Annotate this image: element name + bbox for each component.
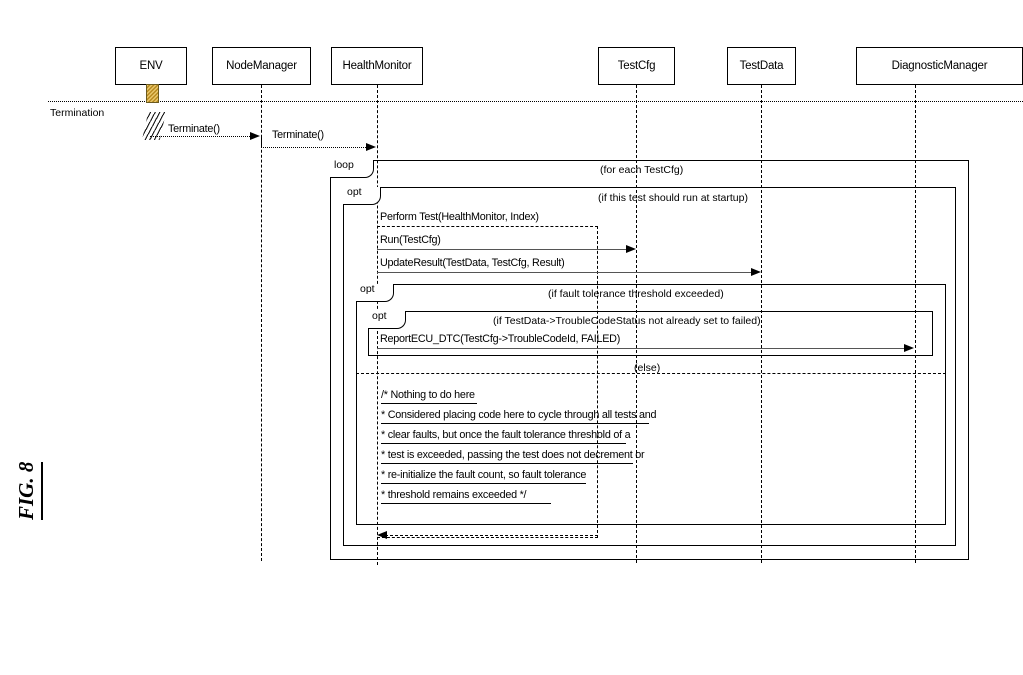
- fragment-opt-fault-tolerance-tab: opt: [356, 283, 394, 302]
- comment-line: /* Nothing to do here: [381, 389, 475, 401]
- fragment-opt-fault-tolerance-operator: opt: [360, 283, 375, 295]
- else-divider: [356, 373, 946, 374]
- else-divider-label: (else): [634, 362, 661, 374]
- return-arrow-line: [385, 535, 598, 536]
- lifeline-testdata: [761, 85, 762, 563]
- comment-line-rule: [381, 483, 586, 484]
- participant-testdata[interactable]: TestData: [727, 47, 796, 85]
- comment-line: * re-initialize the fault count, so faul…: [381, 469, 587, 481]
- participant-healthmonitor[interactable]: HealthMonitor: [331, 47, 423, 85]
- comment-line-rule: [381, 423, 649, 424]
- fragment-opt-fault-tolerance-guard: (if fault tolerance threshold exceeded): [548, 288, 724, 300]
- termination-separator: [48, 101, 1023, 102]
- comment-line: * test is exceeded, passing the test doe…: [381, 449, 645, 461]
- message-arrow-terminate-1: [150, 136, 250, 137]
- participant-diagnosticmanager[interactable]: DiagnosticManager: [856, 47, 1023, 85]
- termination-label: Termination: [50, 107, 105, 119]
- message-label-perform-test: Perform Test(HealthMonitor, Index): [380, 211, 539, 223]
- fragment-opt-startup-operator: opt: [347, 186, 362, 198]
- participant-label: TestData: [739, 60, 784, 72]
- fragment-opt-troublecodestatus-tab: opt: [368, 310, 406, 329]
- participant-label: TestCfg: [617, 60, 656, 72]
- arrowhead-terminate-2: [366, 142, 376, 151]
- arrowhead-terminate-1: [250, 131, 260, 140]
- fragment-opt-fault-tolerance[interactable]: [356, 284, 946, 525]
- message-label-terminate-2: Terminate(): [272, 129, 324, 141]
- comment-line-rule: [381, 463, 633, 464]
- fragment-opt-troublecodestatus-guard: (if TestData->TroubleCodeStatus not alre…: [493, 315, 761, 327]
- arrowhead-updateresult: [751, 267, 761, 276]
- participant-label: DiagnosticManager: [891, 60, 988, 72]
- participant-label: NodeManager: [226, 60, 297, 72]
- fragment-opt-troublecodestatus[interactable]: [368, 311, 933, 356]
- arrowhead-report-ecu-dtc: [904, 343, 914, 352]
- figure-caption: FIG. 8: [14, 461, 43, 520]
- message-label-run-testcfg: Run(TestCfg): [380, 234, 441, 246]
- comment-line: * Considered placing code here to cycle …: [381, 409, 657, 421]
- message-arrow-run-testcfg: [377, 249, 627, 250]
- comment-line-rule: [381, 403, 477, 404]
- fragment-opt-startup-guard: (if this test should run at startup): [598, 192, 748, 204]
- activation-bar-env: [146, 84, 159, 103]
- participant-env[interactable]: ENV: [115, 47, 187, 85]
- comment-line-rule: [381, 443, 626, 444]
- lifeline-nodemanager: [261, 85, 262, 561]
- lifeline-diagnosticmanager: [915, 85, 916, 563]
- fragment-opt-troublecodestatus-operator: opt: [372, 310, 387, 322]
- self-call-box-perform-test: [377, 226, 598, 538]
- comment-line: * clear faults, but once the fault toler…: [381, 429, 631, 441]
- fragment-loop[interactable]: [330, 160, 969, 560]
- return-arrowhead: [377, 530, 387, 539]
- fragment-loop-operator: loop: [334, 159, 354, 171]
- participant-label: HealthMonitor: [342, 60, 412, 72]
- participant-label: ENV: [139, 60, 163, 72]
- fragment-opt-startup[interactable]: [343, 187, 956, 546]
- message-label-report-ecu-dtc: ReportECU_DTC(TestCfg->TroubleCodeId, FA…: [380, 333, 621, 345]
- participant-testcfg[interactable]: TestCfg: [598, 47, 675, 85]
- message-arrow-terminate-2: [261, 147, 366, 148]
- participant-nodemanager[interactable]: NodeManager: [212, 47, 311, 85]
- message-label-updateresult: UpdateResult(TestData, TestCfg, Result): [380, 257, 565, 269]
- message-arrow-report-ecu-dtc: [377, 348, 905, 349]
- arrowhead-run-testcfg: [626, 244, 636, 253]
- fragment-loop-guard: (for each TestCfg): [600, 164, 684, 176]
- comment-line: * threshold remains exceeded */: [381, 489, 527, 501]
- message-origin-tick-terminate-2: [261, 136, 262, 148]
- message-label-terminate-1: Terminate(): [168, 123, 220, 135]
- comment-line-rule: [381, 503, 551, 504]
- message-arrow-updateresult: [377, 272, 752, 273]
- fragment-opt-startup-tab: opt: [343, 186, 381, 205]
- fragment-loop-tab: loop: [330, 159, 374, 178]
- lifeline-testcfg: [636, 85, 637, 563]
